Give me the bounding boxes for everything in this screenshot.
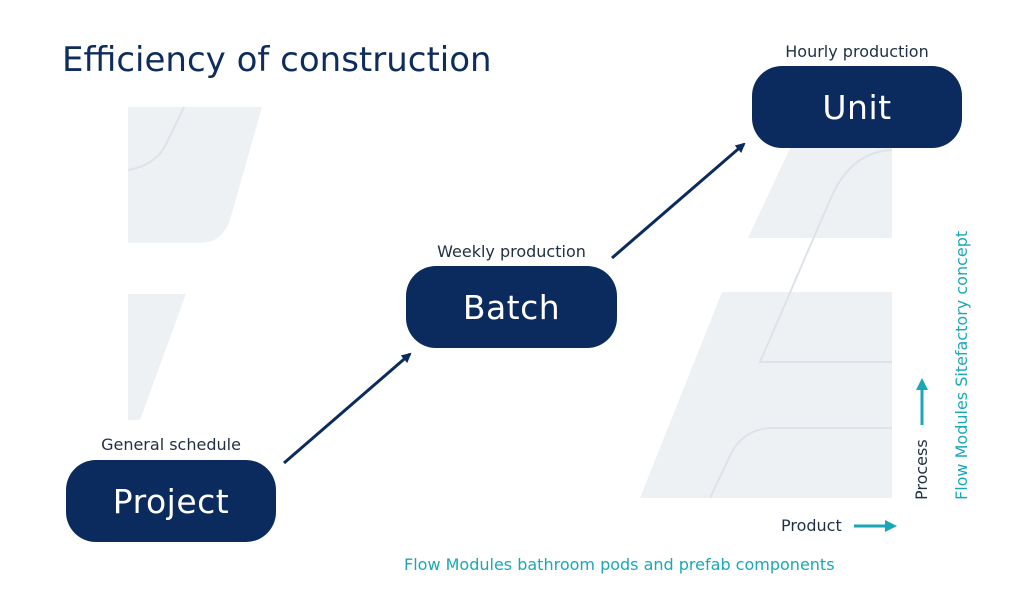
bg-shape-left-top xyxy=(128,107,262,243)
project-caption: General schedule xyxy=(101,435,241,454)
arrow-project-to-batch xyxy=(283,352,412,465)
bg-shape-right-top xyxy=(748,148,892,238)
unit-node: Unit xyxy=(752,66,962,148)
batch-caption: Weekly production xyxy=(437,242,586,261)
bg-shape-right-line-lower xyxy=(709,427,892,499)
product-axis-label: Product xyxy=(781,516,842,535)
footer-note: Flow Modules bathroom pods and prefab co… xyxy=(404,555,835,574)
arrow-batch-to-unit xyxy=(611,142,746,260)
unit-caption: Hourly production xyxy=(785,42,929,61)
bg-shape-right-line xyxy=(758,149,893,363)
bg-shape-left-top-line xyxy=(127,106,185,171)
page-title: Efficiency of construction xyxy=(62,40,492,80)
bg-shape-left-mid xyxy=(128,294,186,420)
process-axis-label: Process xyxy=(912,439,931,500)
batch-node: Batch xyxy=(406,266,617,348)
project-node: Project xyxy=(66,460,276,542)
sitefactory-vertical-note: Flow Modules Sitefactory concept xyxy=(952,230,971,500)
bg-shape-right-large xyxy=(640,292,892,498)
